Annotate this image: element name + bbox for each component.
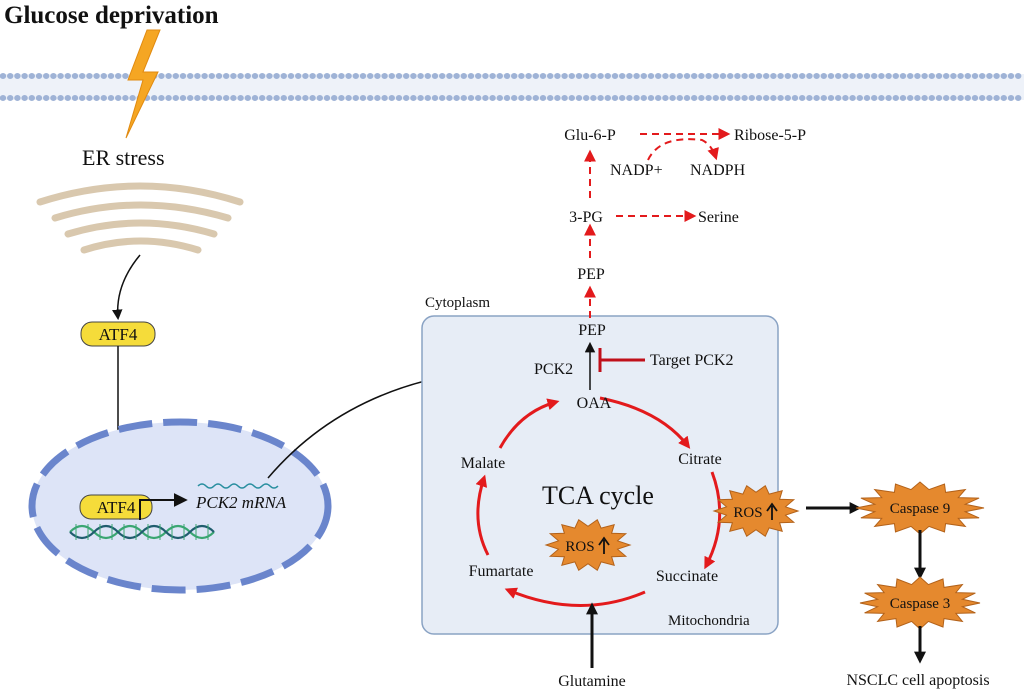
ros-inner-label: ROS: [565, 539, 594, 555]
cell-membrane: [0, 73, 1024, 101]
glu6p-label: Glu-6-P: [564, 127, 616, 144]
target-pck2-label: Target PCK2: [650, 352, 733, 369]
succinate-label: Succinate: [656, 568, 718, 585]
atf4-cytoplasm-label: ATF4: [99, 325, 138, 344]
caspase3-label: Caspase 3: [890, 596, 950, 612]
transcription-arrow: [139, 493, 188, 520]
nadph-label: NADPH: [690, 162, 746, 179]
fumartate-label: Fumartate: [469, 563, 534, 580]
er-to-atf4-arrow: [112, 254, 141, 321]
pck2-label: PCK2: [534, 361, 573, 378]
pep-outer-label: PEP: [577, 266, 605, 283]
gluconeogenesis-dashed-arrows: [584, 128, 731, 318]
caspase9-label: Caspase 9: [890, 501, 950, 517]
er-stress-label: ER stress: [82, 145, 165, 170]
tca-cycle-arcs: [475, 396, 722, 607]
dna-icon: [69, 524, 215, 540]
tca-cycle-label: TCA cycle: [542, 481, 654, 510]
mitochondria-box: [421, 315, 779, 635]
atf4-nucleus-label: ATF4: [97, 498, 136, 517]
lightning-icon: [125, 29, 161, 139]
ros-outer-label: ROS: [733, 505, 762, 521]
ros-inner-burst: ROS: [544, 518, 632, 572]
atf4-nucleus-badge: [79, 494, 153, 520]
ros-outer-burst: ROS: [712, 484, 800, 538]
pg3-label: 3-PG: [569, 209, 603, 226]
oaa-label: OAA: [577, 395, 612, 412]
pep-inner-label: PEP: [578, 322, 606, 339]
caspase9-burst: Caspase 9: [855, 481, 985, 535]
title: Glucose deprivation: [4, 2, 219, 29]
nuclear-envelope: [28, 418, 332, 594]
glutamine-label: Glutamine: [558, 673, 626, 690]
mitochondria-label: Mitochondria: [668, 613, 750, 629]
up-arrow-icon: [598, 536, 610, 554]
cytoplasm-label: Cytoplasm: [425, 295, 490, 311]
citrate-label: Citrate: [678, 451, 722, 468]
up-arrow-icon: [766, 502, 778, 520]
apoptosis-label: NSCLC cell apoptosis: [846, 672, 989, 689]
malate-label: Malate: [461, 455, 505, 472]
inhibition-bar: [598, 348, 645, 372]
er-icon: [36, 182, 244, 254]
mrna-icon: [197, 483, 279, 489]
pck2-mrna-label: PCK2 mRNA: [195, 493, 287, 512]
ribose5p-label: Ribose-5-P: [734, 127, 806, 144]
caspase3-burst: Caspase 3: [859, 576, 981, 630]
nadp-label: NADP+: [610, 162, 663, 179]
serine-label: Serine: [698, 209, 739, 226]
